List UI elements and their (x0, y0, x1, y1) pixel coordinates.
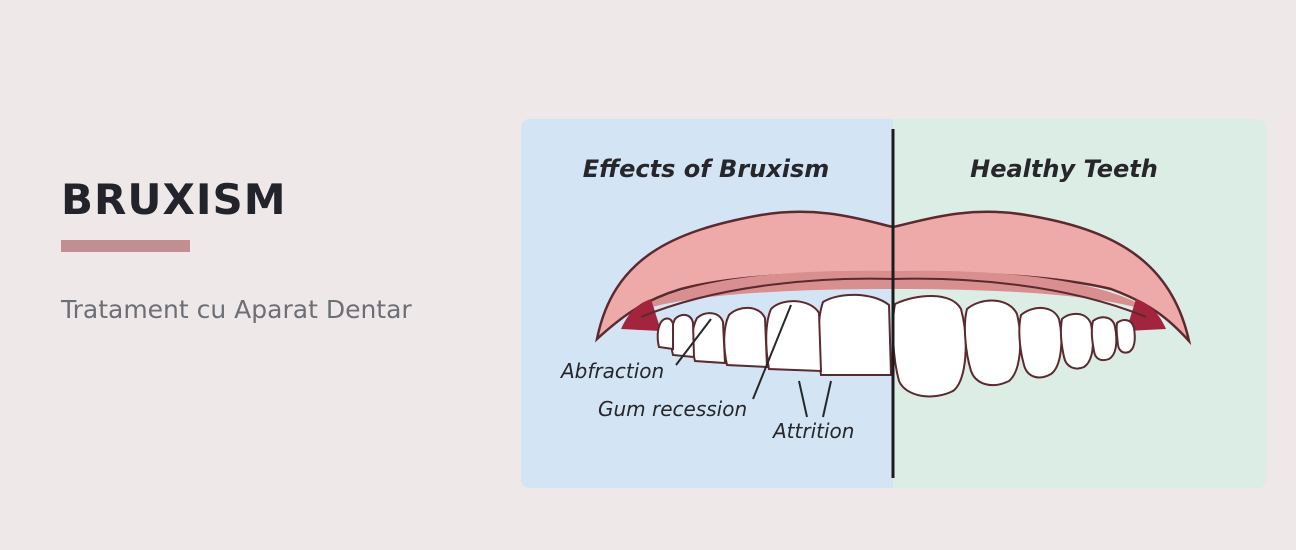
bruxism-teeth (656, 293, 893, 376)
right-panel-title: Healthy Teeth (970, 155, 1158, 183)
left-panel-title: Effects of Bruxism (583, 155, 830, 183)
callout-abfraction: Abfraction (559, 359, 664, 383)
teeth-diagram: Effects of Bruxism Healthy Teeth (521, 119, 1266, 488)
healthy-teeth (891, 295, 1136, 398)
page-subtitle: Tratament cu Aparat Dentar (61, 295, 412, 324)
mouth (595, 210, 1192, 346)
callout-attrition: Attrition (771, 419, 854, 443)
callout-lines (675, 304, 832, 418)
page-title: BRUXISM (61, 175, 287, 224)
title-accent-bar (61, 240, 190, 252)
hero-text: BRUXISM Tratament cu Aparat Dentar (61, 172, 481, 326)
bruxism-comparison-illustration: Effects of Bruxism Healthy Teeth (521, 119, 1266, 488)
callout-gum-recession: Gum recession (598, 397, 747, 421)
